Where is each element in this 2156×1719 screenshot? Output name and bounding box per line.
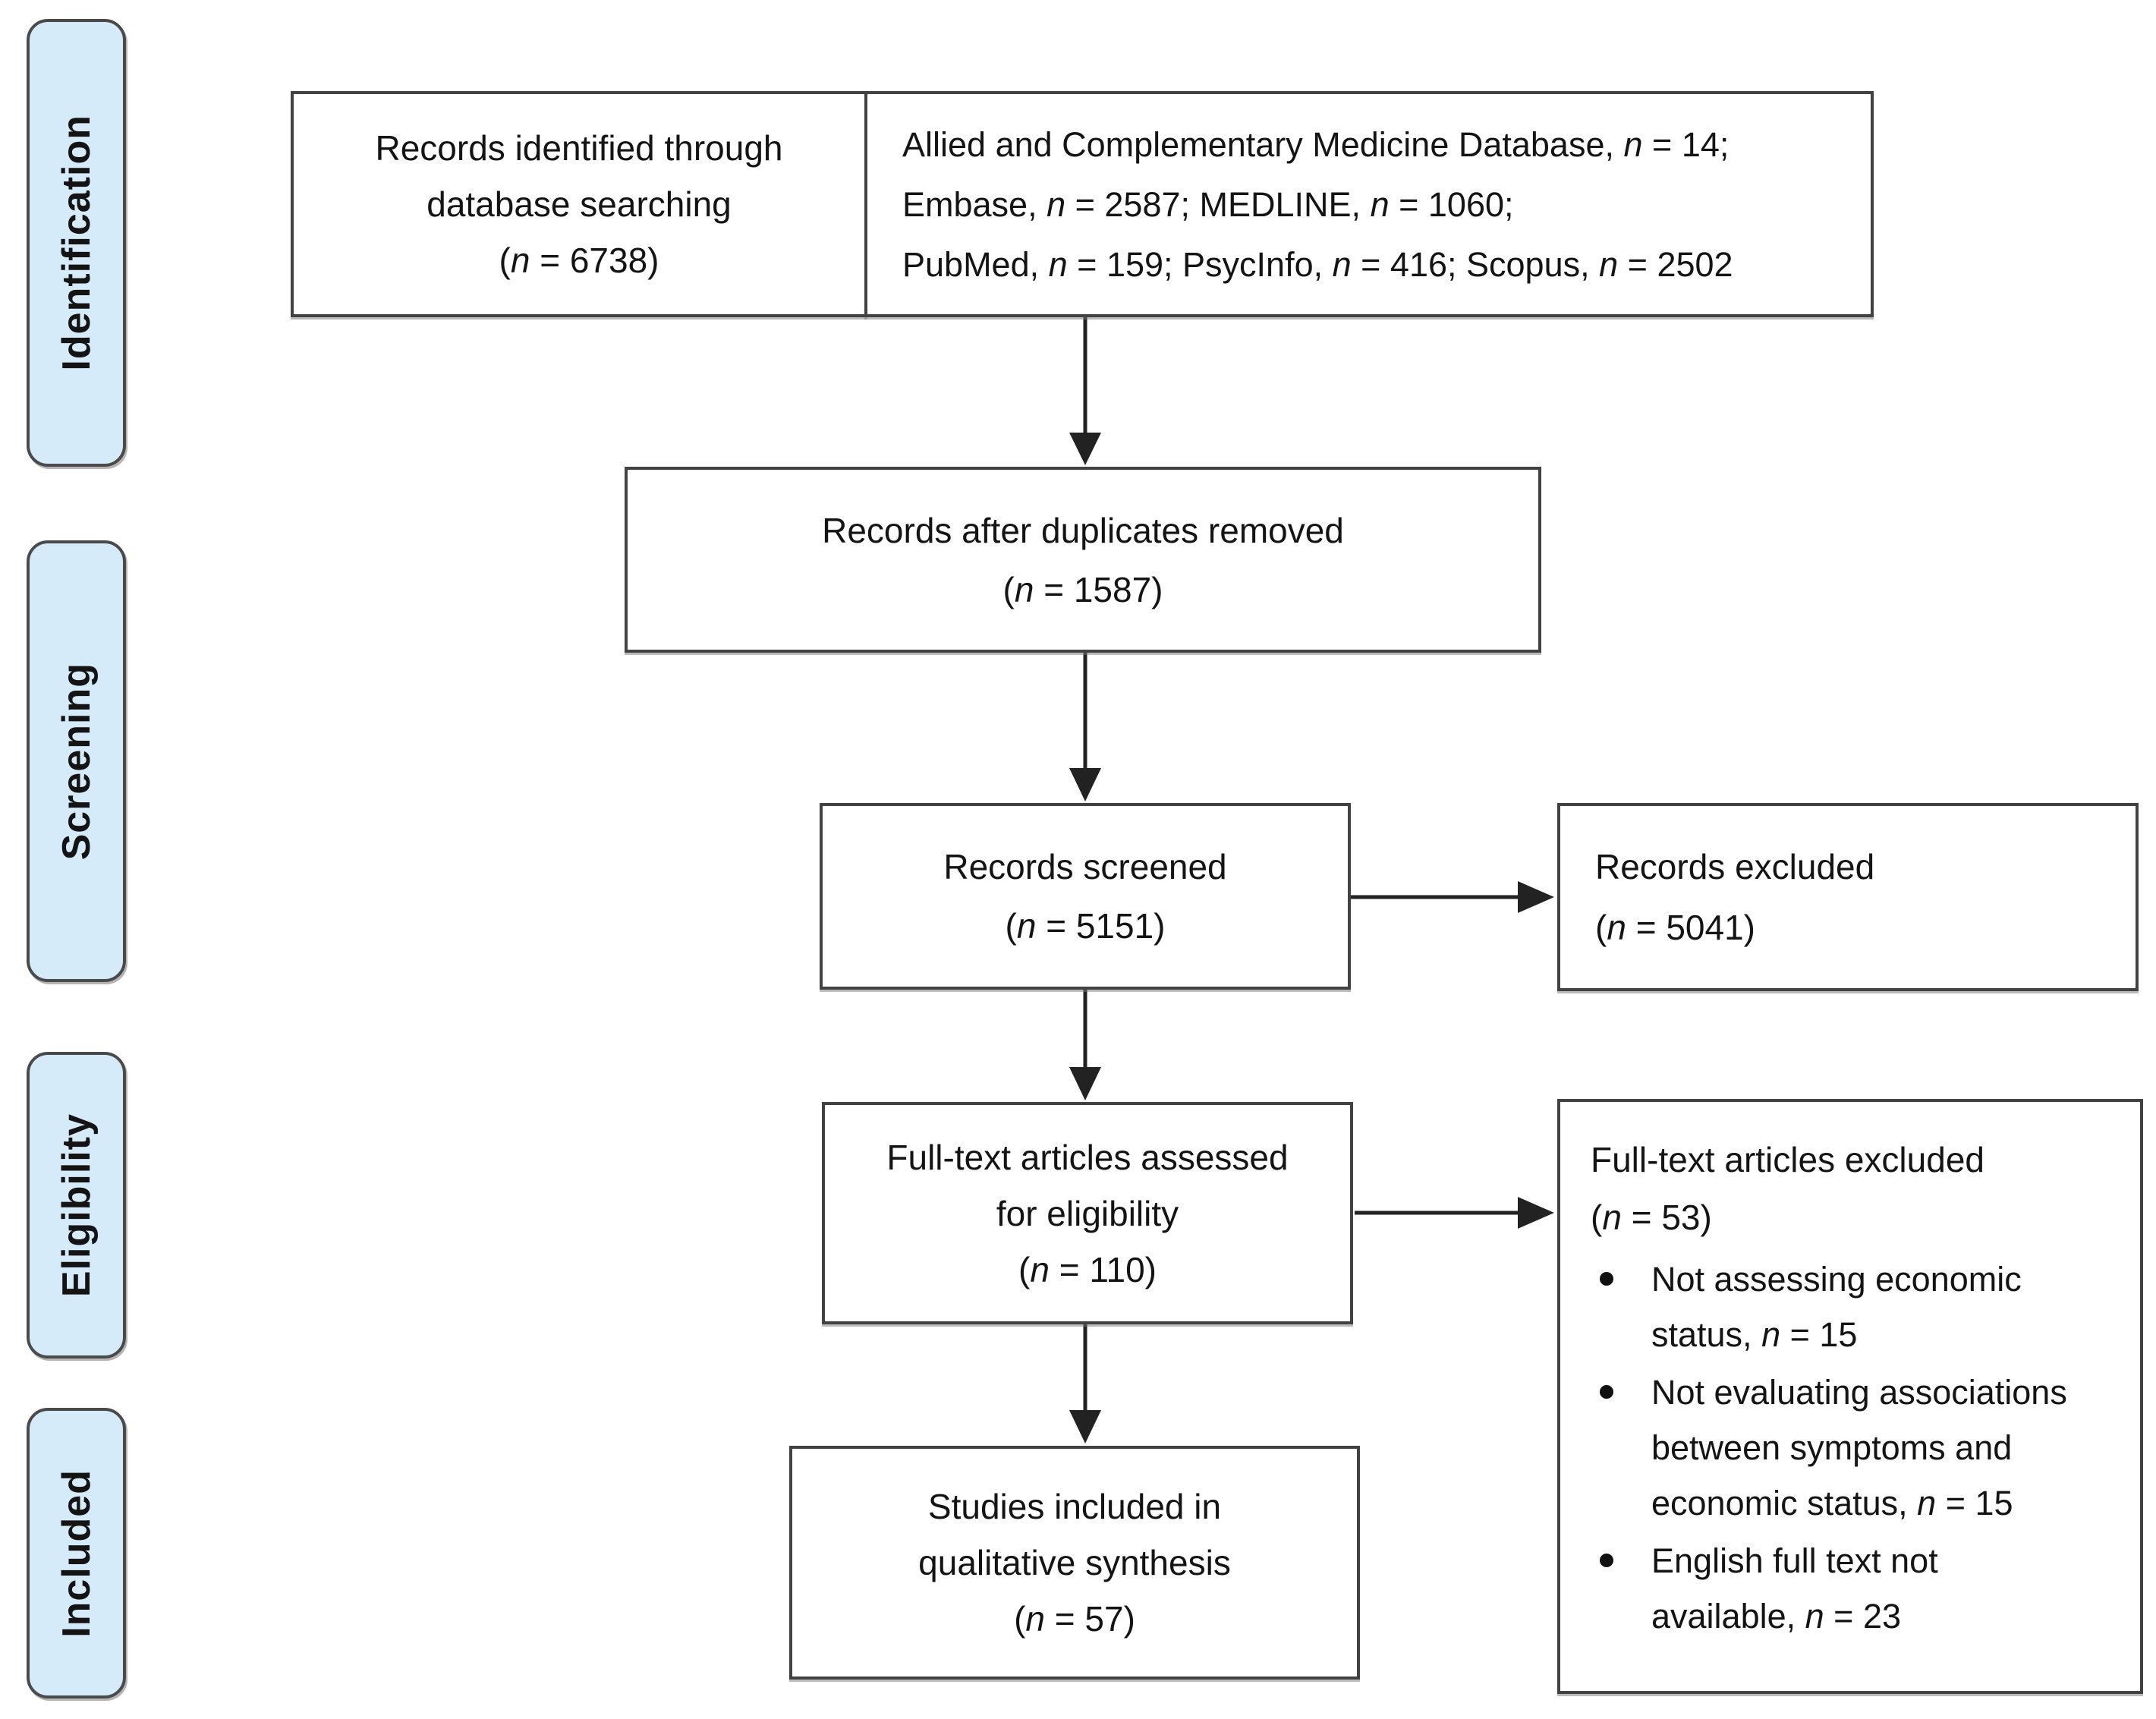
exclusion-reason: Not evaluating associations between symp… [1591, 1365, 2087, 1531]
box-database-breakdown-line: Allied and Complementary Medicine Databa… [902, 124, 1730, 164]
box-records-identified-line: database searching [426, 184, 732, 224]
box-duplicates-removed-count: (n = 1587) [1002, 569, 1163, 609]
box-database-breakdown: Allied and Complementary Medicine Databa… [864, 91, 1874, 317]
arrowhead-dedup-to-screened [1069, 768, 1101, 801]
box-fulltext-assessed-line: Full-text articles assessed [886, 1137, 1289, 1177]
box-records-excluded-count: (n = 5041) [1595, 908, 1755, 947]
box-studies-included-line: Studies included in [927, 1487, 1222, 1526]
box-fulltext-assessed: Full-text articles assessed for eligibil… [822, 1102, 1353, 1324]
box-records-identified-line: Records identified through [375, 128, 783, 168]
stage-included-label: Included [54, 1469, 99, 1638]
arrowhead-screened-to-excluded [1518, 881, 1554, 913]
box-records-excluded: Records excluded (n = 5041) [1557, 803, 2139, 991]
stage-eligibility: Eligibility [27, 1052, 126, 1359]
box-fulltext-assessed-line: for eligibility [996, 1193, 1179, 1233]
arrow-lines [1069, 317, 1554, 1444]
exclusion-reason: Not assessing economic status, n = 15 [1591, 1251, 2087, 1362]
exclusion-reason: English full text not available, n = 23 [1591, 1533, 2087, 1644]
stage-included: Included [27, 1408, 126, 1699]
stage-identification-label: Identification [54, 115, 99, 371]
box-database-breakdown-line: PubMed, n = 159; PsycInfo, n = 416; Scop… [902, 244, 1733, 284]
box-records-screened: Records screened (n = 5151) [820, 803, 1351, 990]
box-studies-included-line: qualitative synthesis [918, 1543, 1231, 1582]
box-fulltext-excluded-count: (n = 53) [1591, 1198, 1712, 1237]
box-database-breakdown-line: Embase, n = 2587; MEDLINE, n = 1060; [902, 184, 1514, 224]
stage-screening-label: Screening [54, 662, 99, 861]
box-records-screened-line: Records screened [943, 847, 1227, 886]
stage-identification: Identification [27, 19, 126, 467]
exclusion-reasons-list: Not assessing economic status, n = 15 No… [1591, 1249, 2087, 1644]
box-fulltext-assessed-count: (n = 110) [1018, 1249, 1157, 1289]
box-studies-included: Studies included in qualitative synthesi… [789, 1446, 1360, 1680]
box-records-excluded-line: Records excluded [1595, 847, 1875, 886]
box-records-identified: Records identified through database sear… [291, 91, 867, 317]
arrowhead-fulltext-to-ftexcluded [1518, 1197, 1554, 1229]
stage-eligibility-label: Eligibility [54, 1113, 99, 1298]
box-records-identified-count: (n = 6738) [499, 241, 659, 280]
arrowhead-identified-to-dedup [1069, 433, 1101, 465]
box-duplicates-removed-line: Records after duplicates removed [822, 510, 1344, 550]
box-studies-included-count: (n = 57) [1014, 1599, 1135, 1639]
box-records-screened-count: (n = 5151) [1005, 906, 1166, 946]
box-fulltext-excluded: Full-text articles excluded (n = 53) Not… [1557, 1099, 2143, 1694]
arrowhead-fulltext-to-included [1069, 1410, 1101, 1444]
arrowhead-screened-to-fulltext [1069, 1067, 1101, 1100]
box-fulltext-excluded-title: Full-text articles excluded [1591, 1140, 1984, 1179]
box-duplicates-removed: Records after duplicates removed (n = 15… [625, 467, 1541, 653]
stage-screening: Screening [27, 540, 126, 982]
